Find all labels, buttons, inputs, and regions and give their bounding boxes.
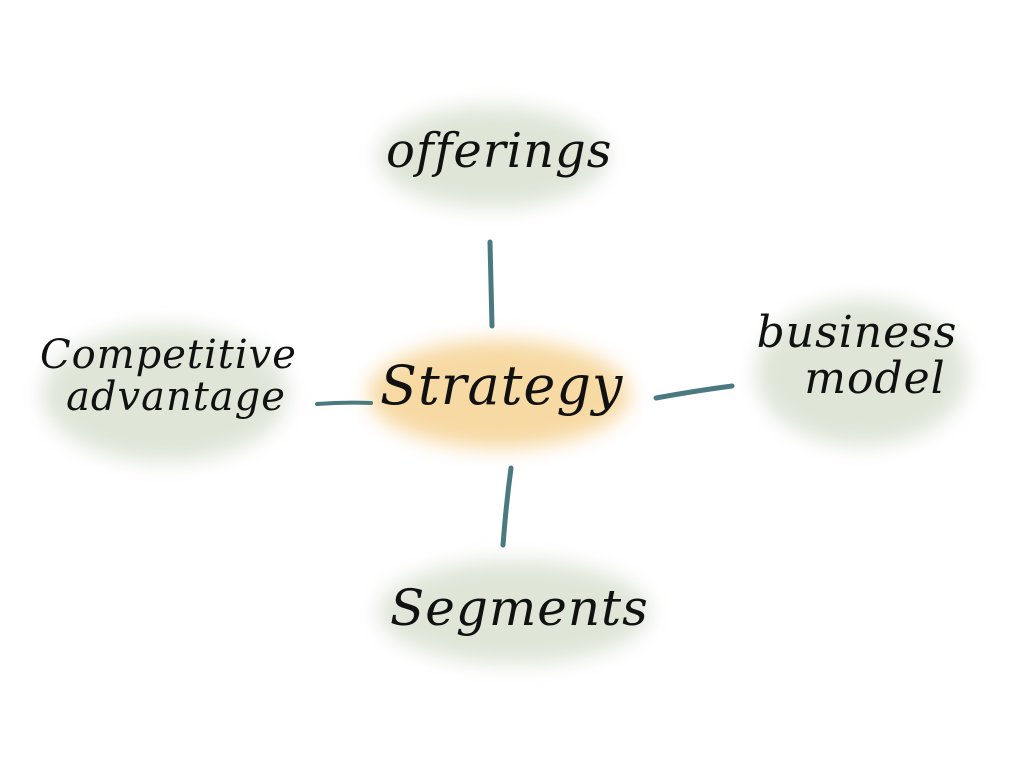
node-label-competitive-advantage: Competitive advantage — [40, 332, 297, 420]
connector-right — [653, 383, 735, 401]
offerings-wash — [378, 106, 608, 208]
node-label-business-model: business model — [752, 307, 962, 405]
business-model-wash — [756, 300, 968, 446]
business-model-line-2: model — [804, 353, 946, 405]
competitive-advantage-line-2: advantage — [66, 374, 286, 420]
competitive-advantage-wash — [42, 326, 288, 462]
connector-top — [487, 239, 495, 329]
segments-wash — [378, 560, 650, 664]
business-model-line-1: business — [756, 307, 958, 358]
connector-bottom — [500, 465, 514, 548]
competitive-advantage-line-1: Competitive — [40, 332, 297, 378]
connector-left — [315, 400, 373, 406]
center-label-strategy: Strategy — [380, 354, 624, 417]
node-label-segments: Segments — [390, 579, 649, 637]
strategy-wash — [368, 340, 630, 448]
node-label-offerings: offerings — [386, 123, 613, 179]
